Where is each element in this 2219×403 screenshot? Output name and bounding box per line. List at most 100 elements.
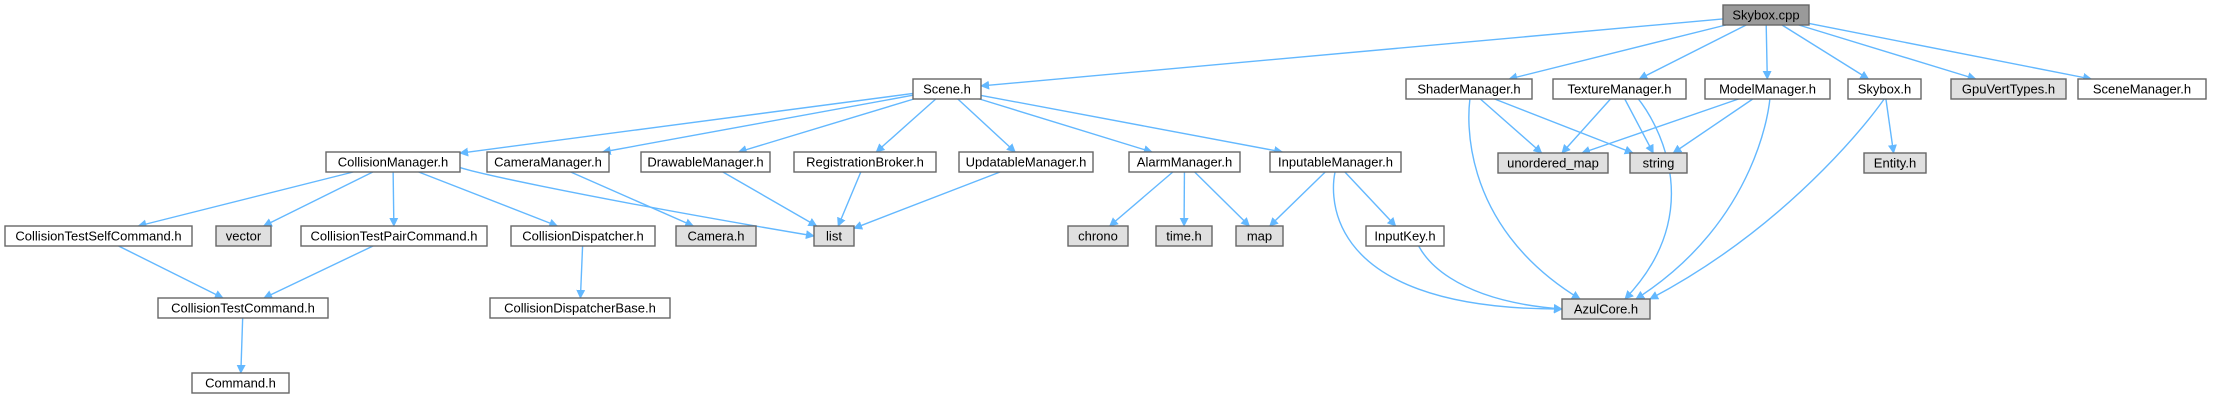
node-label: chrono xyxy=(1078,229,1118,244)
node-label: unordered_map xyxy=(1507,156,1599,171)
node-box[interactable] xyxy=(1704,78,1831,100)
node-box[interactable] xyxy=(1155,225,1213,247)
node-label: time.h xyxy=(1166,229,1201,244)
node-azulcore-h[interactable]: AzulCore.h xyxy=(1561,298,1651,320)
node-registrationbroker-h[interactable]: RegistrationBroker.h xyxy=(793,151,937,173)
node-box[interactable] xyxy=(1863,152,1927,174)
node-box[interactable] xyxy=(958,151,1094,173)
node-texturemanager-h[interactable]: TextureManager.h xyxy=(1552,78,1687,100)
edge-modelmanager_h-to-string xyxy=(1672,98,1754,154)
node-camera-h[interactable]: Camera.h xyxy=(675,225,757,247)
node-box[interactable] xyxy=(1405,78,1533,100)
node-updatablemanager-h[interactable]: UpdatableManager.h xyxy=(958,151,1094,173)
edge-collisionmanager_h-to-vector xyxy=(262,171,374,227)
edge-collisionmanager_h-to-collisiondispatcher_h xyxy=(418,171,559,228)
node-box[interactable] xyxy=(912,78,982,100)
node-inputablemanager-h[interactable]: InputableManager.h xyxy=(1269,151,1402,173)
edge-updatablemanager_h-to-list xyxy=(853,171,1001,230)
node-box[interactable] xyxy=(510,225,656,247)
edge-scene_h-to-updatablemanager_h xyxy=(957,98,1016,153)
node-box[interactable] xyxy=(1847,78,1922,100)
node-box[interactable] xyxy=(1561,298,1651,320)
node-shadermanager-h[interactable]: ShaderManager.h xyxy=(1405,78,1533,100)
node-collisiondispatcher-h[interactable]: CollisionDispatcher.h xyxy=(510,225,656,247)
edge-skybox_cpp-to-scenemanager_h xyxy=(1808,22,2093,82)
node-collisiontestpaircommand-h[interactable]: CollisionTestPairCommand.h xyxy=(300,225,488,247)
edge-scene_h-to-drawablemanager_h xyxy=(737,98,915,154)
node-chrono[interactable]: chrono xyxy=(1067,225,1129,247)
node-drawablemanager-h[interactable]: DrawableManager.h xyxy=(640,151,771,173)
node-box[interactable] xyxy=(300,225,488,247)
edge-shadermanager_h-to-string xyxy=(1494,98,1634,155)
node-scene-h[interactable]: Scene.h xyxy=(912,78,982,100)
node-gpuverttypes-h[interactable]: GpuVertTypes.h xyxy=(1950,78,2067,100)
node-label: vector xyxy=(226,229,262,244)
edge-modelmanager_h-to-azulcore_h xyxy=(1635,98,1771,300)
node-cameramanager-h[interactable]: CameraManager.h xyxy=(486,151,610,173)
node-vector[interactable]: vector xyxy=(215,225,272,247)
node-label: map xyxy=(1247,229,1272,244)
node-unordered-map[interactable]: unordered_map xyxy=(1497,152,1609,174)
node-box[interactable] xyxy=(215,225,272,247)
node-box[interactable] xyxy=(1722,4,1810,26)
node-string[interactable]: string xyxy=(1629,152,1688,174)
node-box[interactable] xyxy=(489,297,671,319)
edge-scene_h-to-alarmmanager_h xyxy=(979,98,1153,154)
node-box[interactable] xyxy=(4,225,193,247)
node-modelmanager-h[interactable]: ModelManager.h xyxy=(1704,78,1831,100)
node-box[interactable] xyxy=(1497,152,1609,174)
node-command-h[interactable]: Command.h xyxy=(191,372,290,394)
edge-skybox_cpp-to-texturemanager_h xyxy=(1638,24,1747,80)
node-time-h[interactable]: time.h xyxy=(1155,225,1213,247)
node-box[interactable] xyxy=(675,225,757,247)
node-scenemanager-h[interactable]: SceneManager.h xyxy=(2077,78,2207,100)
edge-skybox_cpp-to-skybox_h xyxy=(1781,24,1870,80)
edge-collisionmanager_h-to-collisiontestselfcommand_h xyxy=(137,171,354,229)
node-label: InputableManager.h xyxy=(1278,155,1393,170)
edge-inputablemanager_h-to-map xyxy=(1269,171,1326,227)
node-box[interactable] xyxy=(1067,225,1129,247)
node-box[interactable] xyxy=(1950,78,2067,100)
node-box[interactable] xyxy=(157,297,329,319)
node-skybox-cpp[interactable]: Skybox.cpp xyxy=(1722,4,1810,26)
node-label: UpdatableManager.h xyxy=(966,155,1087,170)
node-collisiondispatcherbase-h[interactable]: CollisionDispatcherBase.h xyxy=(489,297,671,319)
node-inputkey-h[interactable]: InputKey.h xyxy=(1365,225,1445,247)
node-map[interactable]: map xyxy=(1235,225,1284,247)
node-entity-h[interactable]: Entity.h xyxy=(1863,152,1927,174)
node-box[interactable] xyxy=(191,372,290,394)
node-collisionmanager-h[interactable]: CollisionManager.h xyxy=(325,151,461,173)
edge-registrationbroker_h-to-list xyxy=(837,171,862,227)
node-box[interactable] xyxy=(1235,225,1284,247)
node-alarmmanager-h[interactable]: AlarmManager.h xyxy=(1128,151,1241,173)
edge-scene_h-to-registrationbroker_h xyxy=(875,98,937,153)
edge-texturemanager_h-to-unordered_map xyxy=(1561,98,1612,154)
node-box[interactable] xyxy=(640,151,771,173)
node-collisiontestcommand-h[interactable]: CollisionTestCommand.h xyxy=(157,297,329,319)
node-label: CameraManager.h xyxy=(494,155,602,170)
node-label: CollisionDispatcherBase.h xyxy=(504,301,656,316)
node-collisiontestselfcommand-h[interactable]: CollisionTestSelfCommand.h xyxy=(4,225,193,247)
node-box[interactable] xyxy=(1365,225,1445,247)
node-box[interactable] xyxy=(793,151,937,173)
node-label: TextureManager.h xyxy=(1567,82,1671,97)
node-label: AzulCore.h xyxy=(1574,302,1638,317)
edge-scene_h-to-collisionmanager_h xyxy=(459,92,914,157)
node-box[interactable] xyxy=(1128,151,1241,173)
node-box[interactable] xyxy=(1269,151,1402,173)
node-list[interactable]: list xyxy=(813,225,855,247)
node-box[interactable] xyxy=(1552,78,1687,100)
edge-collisiontestselfcommand_h-to-collisiontestcommand_h xyxy=(118,245,224,299)
node-box[interactable] xyxy=(486,151,610,173)
node-box[interactable] xyxy=(325,151,461,173)
node-skybox-h[interactable]: Skybox.h xyxy=(1847,78,1922,100)
node-box[interactable] xyxy=(2077,78,2207,100)
node-box[interactable] xyxy=(813,225,855,247)
edge-inputkey_h-to-azulcore_h xyxy=(1418,245,1563,313)
node-label: string xyxy=(1643,156,1675,171)
edge-collisiondispatcher_h-to-collisiondispatcherbase_h xyxy=(576,245,586,299)
node-box[interactable] xyxy=(1629,152,1688,174)
node-label: Command.h xyxy=(205,376,276,391)
node-label: Skybox.cpp xyxy=(1732,8,1799,23)
